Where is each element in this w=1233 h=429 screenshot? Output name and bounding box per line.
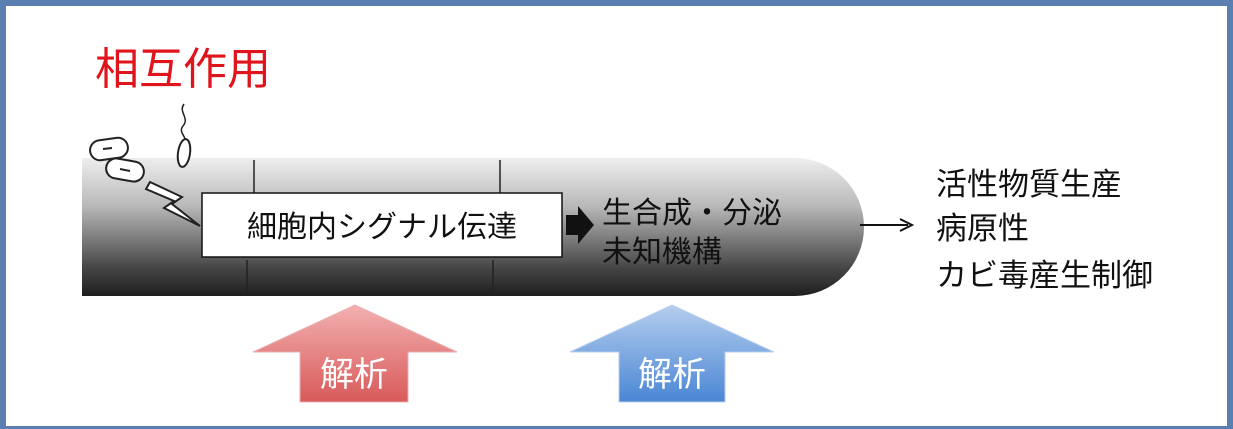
mechanism-line-1: 生合成・分泌 (602, 196, 782, 231)
output-item-2: 病原性 (936, 211, 1029, 247)
output-item-3: カビ毒産生制御 (936, 258, 1153, 294)
output-arrowhead-icon (899, 218, 915, 232)
analysis-arrow-blue (569, 304, 775, 403)
output-item-1: 活性物質生産 (936, 167, 1122, 203)
bacterium-icon (89, 136, 129, 162)
signal-transduction-label: 細胞内シグナル伝達 (247, 210, 517, 245)
analysis-arrow-red (252, 304, 458, 403)
transition-arrow-icon (566, 206, 594, 244)
lightning-bolt-icon (144, 180, 201, 227)
analysis-label-blue: 解析 (638, 355, 706, 395)
mechanism-line-2: 未知機構 (602, 235, 722, 270)
analysis-label-red: 解析 (320, 355, 388, 395)
interaction-title: 相互作用 (95, 44, 271, 95)
flagellated-bacterium-icon (176, 103, 192, 168)
signal-transduction-box (201, 192, 563, 258)
bacterium-icon (105, 157, 145, 183)
